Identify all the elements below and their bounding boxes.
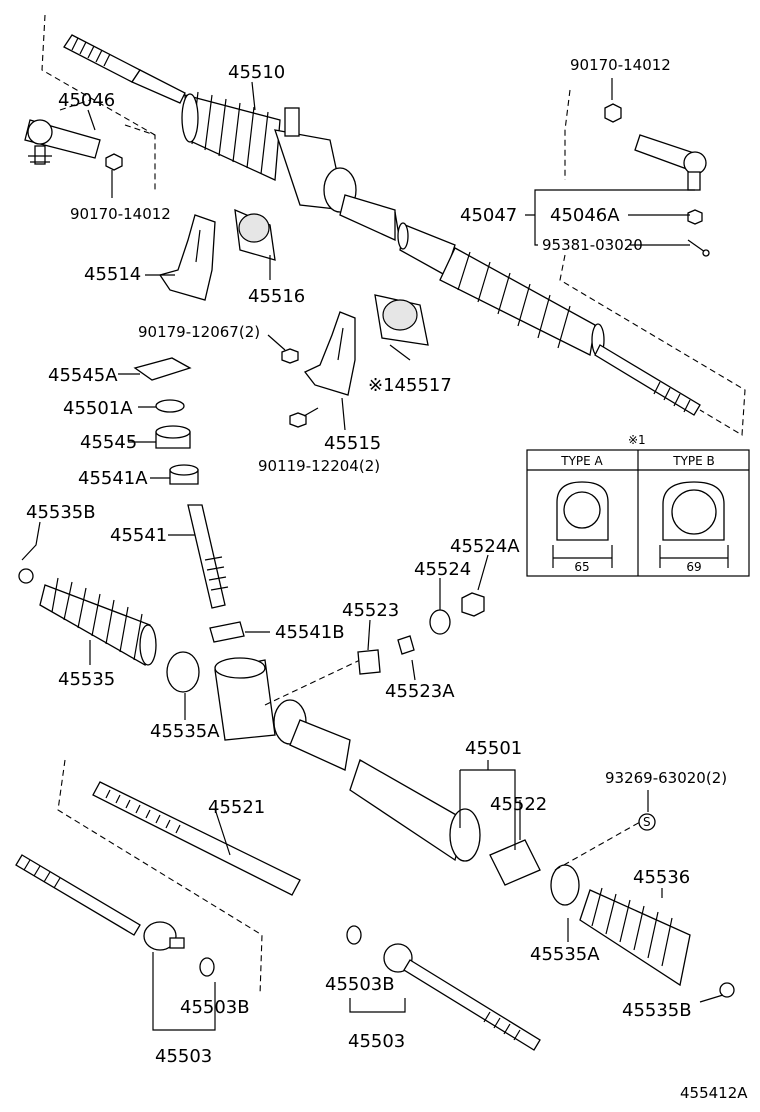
bolts [281, 348, 319, 428]
label-45501A: 45501A [63, 398, 133, 419]
pinion-45541 [187, 504, 226, 609]
label-45503-left: 45503 [155, 1046, 212, 1067]
label-45521: 45521 [208, 797, 265, 818]
label-45535A-left: 45535A [150, 721, 220, 742]
inset-bushing-types: ※1 TYPE A TYPE B 65 69 [526, 433, 750, 577]
label-45501: 45501 [465, 738, 522, 759]
upper-gear-housing [274, 107, 396, 242]
label-45522: 45522 [490, 794, 547, 815]
bracket-45515 [303, 311, 356, 396]
label-45541B: 45541B [275, 622, 345, 643]
label-45516: 45516 [248, 286, 305, 307]
lower-left-boot-45535 [18, 568, 200, 693]
upper-rack-assembly [24, 14, 746, 436]
label-45545: 45545 [80, 432, 137, 453]
label-45535: 45535 [58, 669, 115, 690]
label-45535A-right: 45535A [530, 944, 600, 965]
upper-rack-tube [394, 211, 456, 276]
label-45535B-right: 45535B [622, 1000, 692, 1021]
label-45541: 45541 [110, 525, 167, 546]
label-45541A: 45541A [78, 468, 148, 489]
spring-45523A [397, 635, 415, 655]
leader-lines [21, 78, 724, 1003]
label-45524A: 45524A [450, 536, 520, 557]
drawing-id: 455412A [680, 1084, 748, 1102]
label-45515: 45515 [324, 433, 381, 454]
washer-45503B-center [346, 925, 362, 945]
lower-gear-housing-45501 [214, 657, 481, 862]
locknut-45545A [133, 357, 192, 381]
inset-note: ※1 [628, 433, 646, 447]
label-93269: 93269-63020(2) [605, 769, 727, 787]
upper-right-boot [439, 247, 605, 357]
right-boot-45536 [489, 813, 735, 998]
label-45503-center: 45503 [348, 1031, 405, 1052]
inset-dim-a: 65 [574, 560, 589, 574]
bushing-45517 [374, 294, 429, 346]
clamp-45535A [166, 651, 200, 693]
upper-right-tie-rod [594, 344, 701, 416]
label-90170-left: 90170-14012 [70, 205, 171, 223]
label-45535B-left: 45535B [26, 502, 96, 523]
label-45503B-center: 45503B [325, 974, 395, 995]
label-45536: 45536 [633, 867, 690, 888]
seal-45501A [155, 399, 185, 413]
bracket-45514 [158, 214, 216, 301]
clip-45535B [18, 568, 34, 584]
lower-rack-assembly [15, 568, 735, 1051]
lower-left-tie-rod-45503 [15, 854, 215, 977]
label-90179: 90179-12067(2) [138, 323, 260, 341]
bearing-45541B [209, 621, 245, 643]
locknut-45524A [461, 592, 485, 617]
rack-bar-45521 [57, 759, 301, 996]
label-45047: 45047 [460, 205, 517, 226]
adjuster-parts [357, 592, 485, 675]
clip-93269 [638, 813, 656, 831]
left-tie-rod-end-45046 [24, 99, 123, 171]
label-45503B-left: 45503B [180, 997, 250, 1018]
label-45514: 45514 [84, 264, 141, 285]
label-90170-right: 90170-14012 [570, 56, 671, 74]
inset-type-b: TYPE B [672, 454, 715, 468]
label-45523A: 45523A [385, 681, 455, 702]
label-45524: 45524 [414, 559, 471, 580]
upper-left-boot-45510 [181, 91, 281, 181]
label-45545A: 45545A [48, 365, 118, 386]
label-90119: 90119-12204(2) [258, 457, 380, 475]
label-45046A: 45046A [550, 205, 620, 226]
washer-45503B-left [199, 957, 215, 977]
clip-45535B-right [719, 982, 735, 998]
part-labels: 45510 45046 90170-14012 90170-14012 4504… [26, 56, 748, 1102]
clip-mark: S [643, 815, 651, 829]
stopper-45522 [489, 839, 541, 886]
clamp-45535A-right [550, 864, 580, 906]
right-tie-rod-end-45046 [604, 103, 710, 257]
label-95381: 95381-03020 [542, 236, 643, 254]
lower-center-tie-rod-45503 [346, 925, 541, 1051]
guide-45523 [357, 649, 381, 675]
upper-left-tie-rod [63, 34, 186, 104]
label-45046: 45046 [58, 90, 115, 111]
bushing-45516 [234, 208, 276, 261]
label-45510: 45510 [228, 62, 285, 83]
pinion-parts-stack [133, 357, 245, 643]
plug-45524 [429, 609, 451, 635]
label-45523: 45523 [342, 600, 399, 621]
inset-type-a: TYPE A [560, 454, 603, 468]
label-45517: ※145517 [368, 375, 452, 396]
inset-dim-b: 69 [686, 560, 701, 574]
